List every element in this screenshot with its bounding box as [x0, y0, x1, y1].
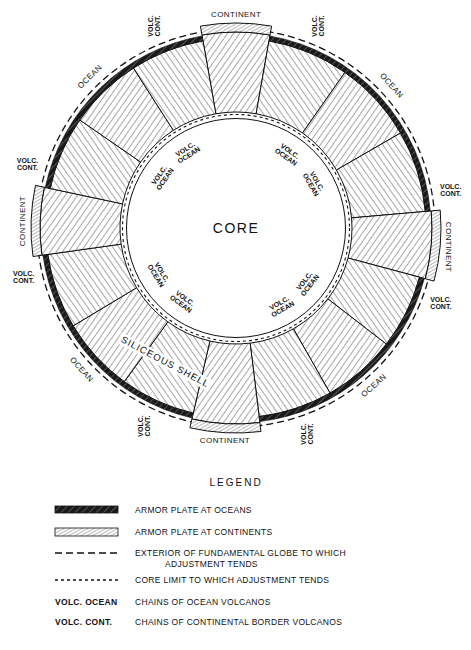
legend-title: LEGEND [210, 477, 263, 489]
continent-label: CONTINENT [18, 195, 28, 245]
legend-sample-text: VOLC. OCEAN [55, 597, 117, 608]
ocean-label: OCEAN [67, 355, 95, 384]
ocean-volcano-label: VOLC. OCEAN [148, 160, 177, 193]
continental-volcano-label: VOLC. CONT. [13, 157, 43, 171]
continent-armor [200, 23, 271, 35]
ocean-armor [269, 36, 430, 211]
core-limit-dashed [123, 115, 350, 342]
ocean-label: OCEAN [377, 72, 405, 101]
ocean-volcano-label: VOLC. OCEAN [171, 138, 204, 166]
continent-armor [190, 419, 261, 433]
continent-armor [31, 185, 44, 256]
legend-text: CHAINS OF OCEAN VOLCANOS [135, 597, 271, 608]
ocean-armor [43, 254, 193, 418]
ocean-volcano-label: VOLC. OCEAN [264, 293, 297, 320]
globe-group [31, 23, 441, 433]
globe-exterior-dashed [37, 29, 435, 427]
ocean-armor [259, 277, 424, 421]
continental-volcano-label: VOLC. CONT. [436, 183, 466, 197]
ocean-volcano-label: VOLC. OCEAN [300, 167, 327, 200]
ocean-volcano-label: VOLC. OCEAN [271, 140, 304, 169]
ocean-volcano-label: VOLC. OCEAN [293, 267, 322, 299]
legend-text: ARMOR PLATE AT CONTINENTS [135, 527, 272, 538]
legend-text: ARMOR PLATE AT OCEANS [135, 505, 252, 516]
continental-volcano-label: VOLC. CONT. [147, 11, 161, 41]
ocean-label: OCEAN [76, 63, 105, 91]
continental-volcano-label: VOLC. CONT. [426, 296, 456, 310]
continent-label: CONTINENT [211, 10, 261, 20]
ocean-wedge [133, 41, 215, 130]
ocean-armor [45, 36, 203, 189]
continent-armor [425, 210, 441, 281]
continental-volcano-label: VOLC. CONT. [9, 270, 39, 284]
globe-exterior-sample [55, 552, 118, 553]
legend-text: EXTERIOR OF FUNDAMENTAL GLOBE TO WHICH A… [135, 548, 380, 570]
ocean-volcano-label: VOLC. OCEAN [167, 286, 199, 315]
core-limit-sample [55, 579, 118, 580]
ocean-label: OCEAN [359, 373, 389, 401]
legend-samples [55, 506, 118, 580]
legend-text: CORE LIMIT TO WHICH ADJUSTMENT TENDS [135, 575, 329, 586]
core-circle: CORE [126, 118, 346, 338]
continental-volcano-label: VOLC. CONT. [311, 11, 325, 41]
continent-label: CONTINENT [200, 436, 250, 446]
legend-sample-text: VOLC. CONT. [55, 617, 112, 628]
legend-text: CHAINS OF CONTINENTAL BORDER VOLCANOS [135, 617, 342, 628]
continent-armor-sample [55, 528, 118, 536]
continental-volcano-label: VOLC. CONT. [137, 411, 151, 441]
ocean-armor-sample [55, 506, 118, 513]
ocean-volcano-label: VOLC. OCEAN [145, 258, 172, 291]
continental-volcano-label: VOLC. CONT. [300, 419, 314, 449]
continent-label: CONTINENT [443, 221, 453, 271]
core-label: CORE [213, 220, 259, 236]
